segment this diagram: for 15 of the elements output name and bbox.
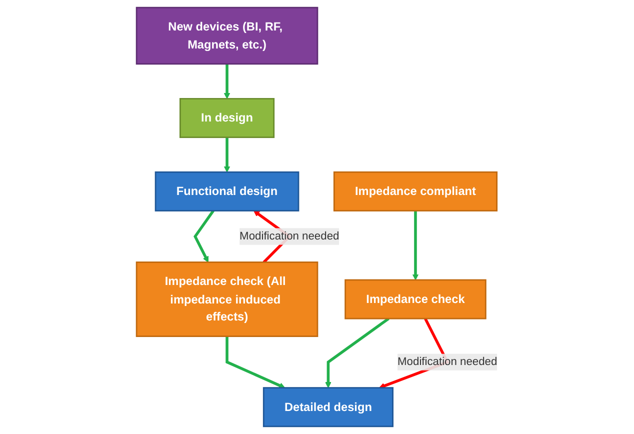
node-box: Impedance check [344,279,486,320]
edge-label: Modification needed [240,230,340,242]
node-box: New devices (BI, RF, Magnets, etc.) [136,6,318,65]
arrow [226,336,286,388]
arrow [194,210,215,262]
node-box: Impedance compliant [334,171,498,212]
node-box: Functional design [154,171,300,212]
arrow [412,210,419,280]
node-box: Detailed design [263,387,394,428]
arrow [224,137,230,172]
arrow [325,317,390,388]
node-box: Impedance check (All impedance induced effects) [136,262,318,337]
edge-label: Modification needed [398,356,498,368]
arrow [224,64,230,99]
node-box: In design [180,98,275,138]
